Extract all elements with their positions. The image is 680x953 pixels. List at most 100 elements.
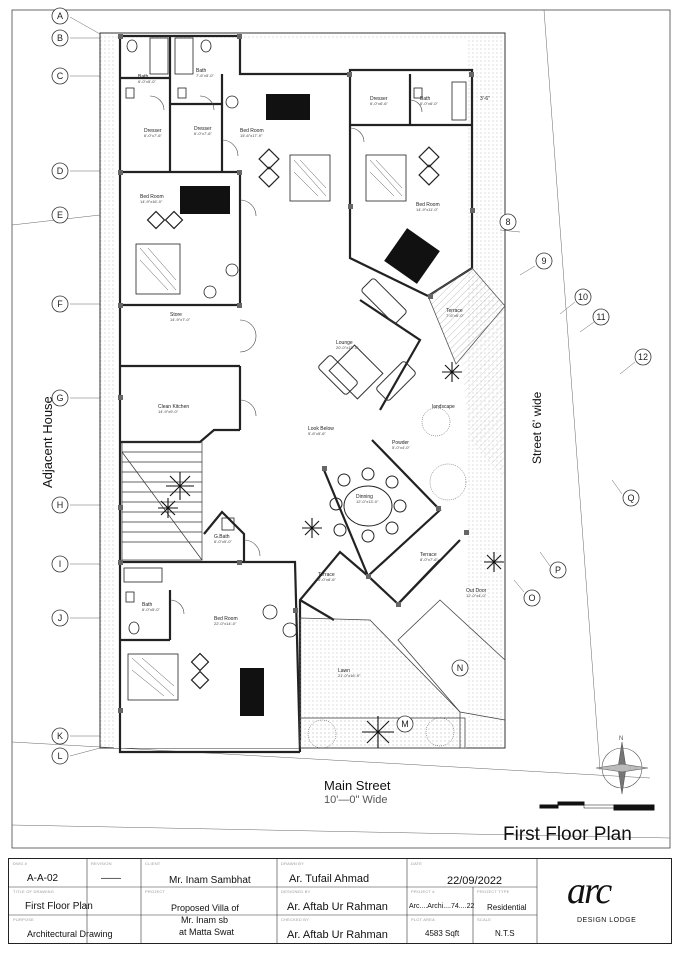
room-name: Terrace <box>420 552 437 558</box>
room-name: Bed Room <box>416 202 440 208</box>
room-name: Bath <box>196 68 207 74</box>
room-dimensions: 12'-0"x13'-0" <box>356 499 379 504</box>
grid-marker-e: E <box>51 206 69 224</box>
grid-marker-n: N <box>451 659 469 677</box>
main-street-name: Main Street <box>324 778 391 793</box>
grid-label: 12 <box>638 352 648 362</box>
grid-marker-10: 10 <box>574 288 592 306</box>
room-dimensions: 14'-9"x7'-0" <box>170 317 191 322</box>
room-name: Look Below <box>308 426 334 432</box>
bath-fixtures <box>123 37 467 638</box>
label-dwg: DWG # <box>13 861 28 866</box>
room-dimensions: 14'-9"x16'-0" <box>140 199 163 204</box>
dwg-number: A-A-02 <box>27 873 59 884</box>
label-date: DATE <box>411 861 423 866</box>
firm-logo: arc DESIGN LODGE <box>557 867 657 937</box>
grid-label: K <box>57 731 63 741</box>
revision-value: —— <box>101 873 121 884</box>
grid-label: Q <box>627 493 634 503</box>
label-project: PROJECT <box>145 889 166 894</box>
room-name: Lounge <box>336 340 353 346</box>
beds <box>127 154 407 701</box>
svg-text:N: N <box>619 736 623 742</box>
room-dimensions: 22'-0"x14'-0" <box>214 621 237 626</box>
room-name: Bath <box>138 74 149 80</box>
label-project-type: PROJECT TYPE <box>477 889 510 894</box>
label-project-no: PROJECT # <box>411 889 435 894</box>
room-dimensions: 14'-9"x9'-0" <box>158 409 179 414</box>
room-name: Terrace <box>446 308 463 314</box>
grid-marker-g: G <box>51 389 69 407</box>
label-drawn-by: DRAWN BY <box>281 861 305 866</box>
grid-label: E <box>57 210 63 220</box>
grid-label: B <box>57 33 63 43</box>
grid-marker-12: 12 <box>634 348 652 366</box>
plot-area: 4583 Sqft <box>425 929 460 938</box>
room-name: Terrace <box>318 572 335 578</box>
grid-label: L <box>57 751 62 761</box>
room-labels: Bath6'-0"x5'-0"Bath7'-6"x5'-0"Dresser6'-… <box>138 68 487 678</box>
drawing-title: First Floor Plan <box>25 901 93 912</box>
sheet-border <box>11 9 671 849</box>
room-dimensions: 20'-0"x13'-0" <box>336 345 359 350</box>
title-block: DWG # REVISION CLIENT DRAWN BY DATE TITL… <box>8 858 672 944</box>
project-line-1: Proposed Villa of <box>171 903 239 913</box>
main-street-width: 10'—0" Wide <box>324 794 388 806</box>
label-designed-by: DESIGNED BY <box>281 889 311 894</box>
room-name: Bed Room <box>214 616 238 622</box>
north-arrow-icon: N <box>595 736 649 795</box>
room-name: Dresser <box>144 128 162 134</box>
dining-table <box>329 467 407 543</box>
room-dimensions: 6'-0"x8'-6" <box>318 577 337 582</box>
grid-marker-h: H <box>51 496 69 514</box>
grid-label: A <box>57 11 63 21</box>
drawing-date: 22/09/2022 <box>447 875 503 887</box>
room-name: Bath <box>420 96 431 102</box>
staircase <box>121 441 203 561</box>
side-tables <box>146 146 440 690</box>
room-dimensions: 6'-0"x5'-0" <box>214 539 233 544</box>
grid-label: F <box>57 299 63 309</box>
designed-by-name: Ar. Aftab Ur Rahman <box>287 901 388 913</box>
project-number: Arc....Archi....74....22 <box>409 903 475 910</box>
grid-marker-j: J <box>51 609 69 627</box>
doors <box>149 95 423 615</box>
logo-mark: arc <box>567 870 612 912</box>
project-line-3: at Matta Swat <box>179 927 235 937</box>
room-name: Out Door <box>466 588 487 594</box>
purpose-value: Architectural Drawing <box>27 929 113 939</box>
grid-marker-b: B <box>51 29 69 47</box>
room-dimensions: 6'-0"x7'-6" <box>144 133 163 138</box>
room-name: Dresser <box>194 126 212 132</box>
room-name: G.Bath <box>214 534 230 540</box>
grid-label: M <box>401 719 409 729</box>
grid-marker-i: I <box>51 555 69 573</box>
drawn-by-name: Ar. Tufail Ahmad <box>289 873 370 885</box>
room-name: Bed Room <box>140 194 164 200</box>
grid-label: 9 <box>541 256 546 266</box>
label-revision: REVISION <box>91 861 112 866</box>
room-dimensions: 6'-0"x6'-0" <box>420 101 439 106</box>
lounge-sofas <box>318 278 416 401</box>
grid-label: O <box>528 593 535 603</box>
grid-label: D <box>57 166 64 176</box>
label-purpose: PURPOSE <box>13 917 34 922</box>
grid-marker-c: C <box>51 67 69 85</box>
grid-marker-8: 8 <box>499 213 517 231</box>
grid-marker-p: P <box>549 561 567 579</box>
room-name: Bed Room <box>240 128 264 134</box>
street-side-label: Street 6' wide <box>530 391 544 464</box>
checked-by-name: Ar. Aftab Ur Rahman <box>287 929 388 941</box>
label-client: CLIENT <box>145 861 161 866</box>
room-name: Lawn <box>338 668 350 674</box>
